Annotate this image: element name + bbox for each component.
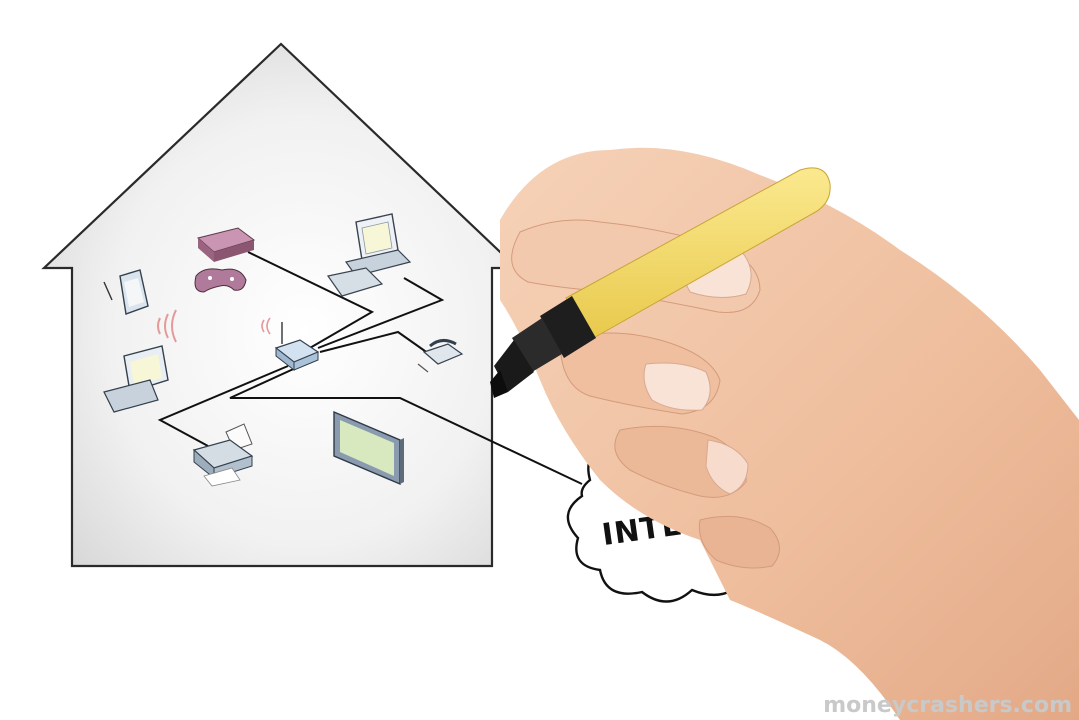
- desktop-computer-icon: [326, 213, 412, 297]
- wireless-router-icon: [261, 317, 320, 372]
- printer-icon: [192, 423, 254, 487]
- hand-illustration: [500, 147, 1079, 720]
- marker-pen-icon: [490, 167, 831, 398]
- telephone-icon: [417, 339, 464, 373]
- tablet-icon: [103, 269, 149, 315]
- game-controller-icon: [194, 268, 247, 293]
- house-outline: [41, 42, 520, 568]
- network-cables: [157, 251, 583, 485]
- watermark-text: moneycrashers.com: [823, 693, 1072, 718]
- flat-screen-tv-icon: [333, 410, 404, 486]
- set-top-box-icon: [196, 227, 256, 262]
- laptop-icon: [103, 345, 169, 413]
- wifi-signal-icon: [157, 309, 177, 343]
